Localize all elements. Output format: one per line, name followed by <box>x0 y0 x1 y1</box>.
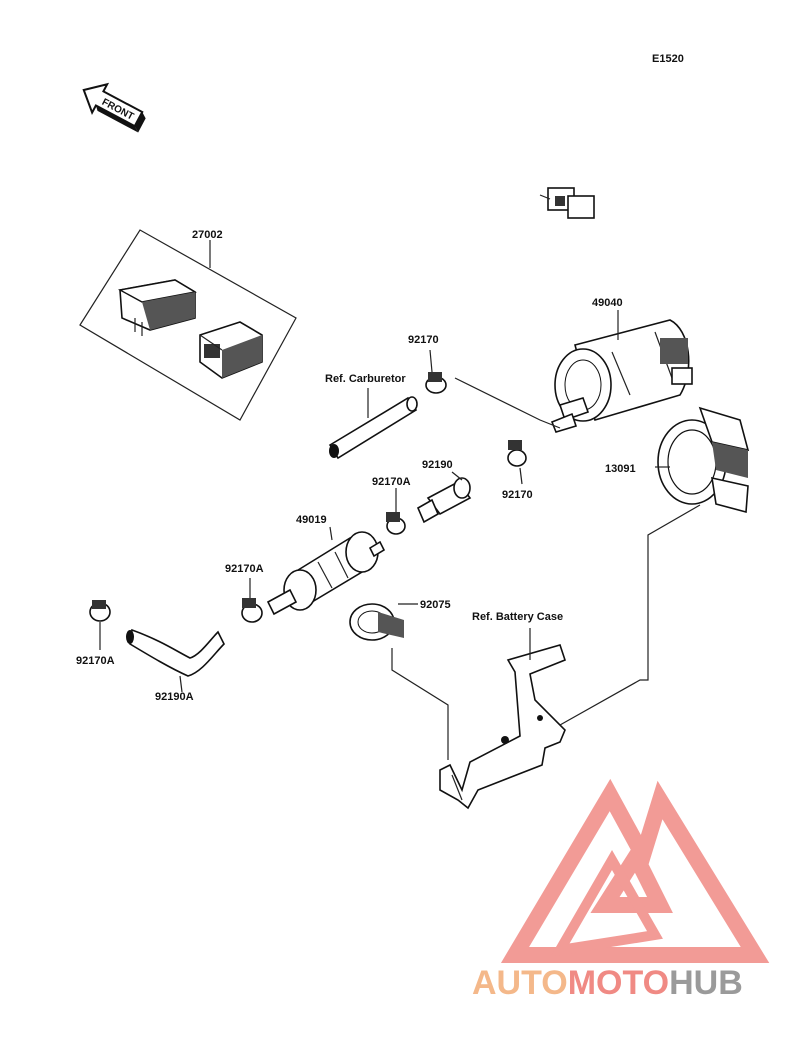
label-92170A-far: 92170A <box>76 655 115 667</box>
label-13091: 13091 <box>605 463 636 475</box>
label-92190: 92190 <box>422 459 453 471</box>
clamp-92170A-mid-icon <box>386 488 406 535</box>
label-27002: 27002 <box>192 229 223 241</box>
connector-plug-icon <box>539 187 595 219</box>
label-49040: 49040 <box>592 297 623 309</box>
front-arrow-icon: FRONT <box>82 82 146 133</box>
clamp-92170-top-icon <box>425 349 447 394</box>
relay-1-icon <box>117 279 197 336</box>
diagram-code: E1520 <box>652 53 684 65</box>
watermark-text: AUTOMOTOHUB <box>472 964 743 1002</box>
label-92075: 92075 <box>420 599 451 611</box>
label-ref-carburetor: Ref. Carburetor <box>325 373 406 385</box>
clamp-92170A-far-icon <box>89 600 111 650</box>
joint-92190 <box>416 471 472 524</box>
relay-group-27002 <box>79 229 297 421</box>
label-92170A-left: 92170A <box>225 563 264 575</box>
clamp-92170A-left-icon <box>241 578 263 623</box>
label-92170-mid: 92170 <box>502 489 533 501</box>
holder-92075 <box>349 603 449 760</box>
hose-92190A <box>126 628 225 693</box>
relay-2-icon <box>199 321 263 379</box>
label-92170A-mid: 92170A <box>372 476 411 488</box>
watermark-moto: MOTO <box>568 964 669 1002</box>
label-49019: 49019 <box>296 514 327 526</box>
label-92170-top: 92170 <box>408 334 439 346</box>
watermark-hub: HUB <box>669 964 743 1002</box>
watermark-auto: AUTO <box>472 964 568 1002</box>
label-92190A: 92190A <box>155 691 194 703</box>
clamp-92170-mid-icon <box>507 440 527 485</box>
fuel-filter-49019 <box>266 526 386 616</box>
strap-13091 <box>655 406 750 514</box>
watermark-logo-icon <box>500 778 770 963</box>
fuel-pump-49040 <box>539 187 704 433</box>
carburetor-hose <box>328 388 418 460</box>
label-ref-battery-case: Ref. Battery Case <box>472 611 563 623</box>
battery-case-bracket <box>439 504 701 810</box>
